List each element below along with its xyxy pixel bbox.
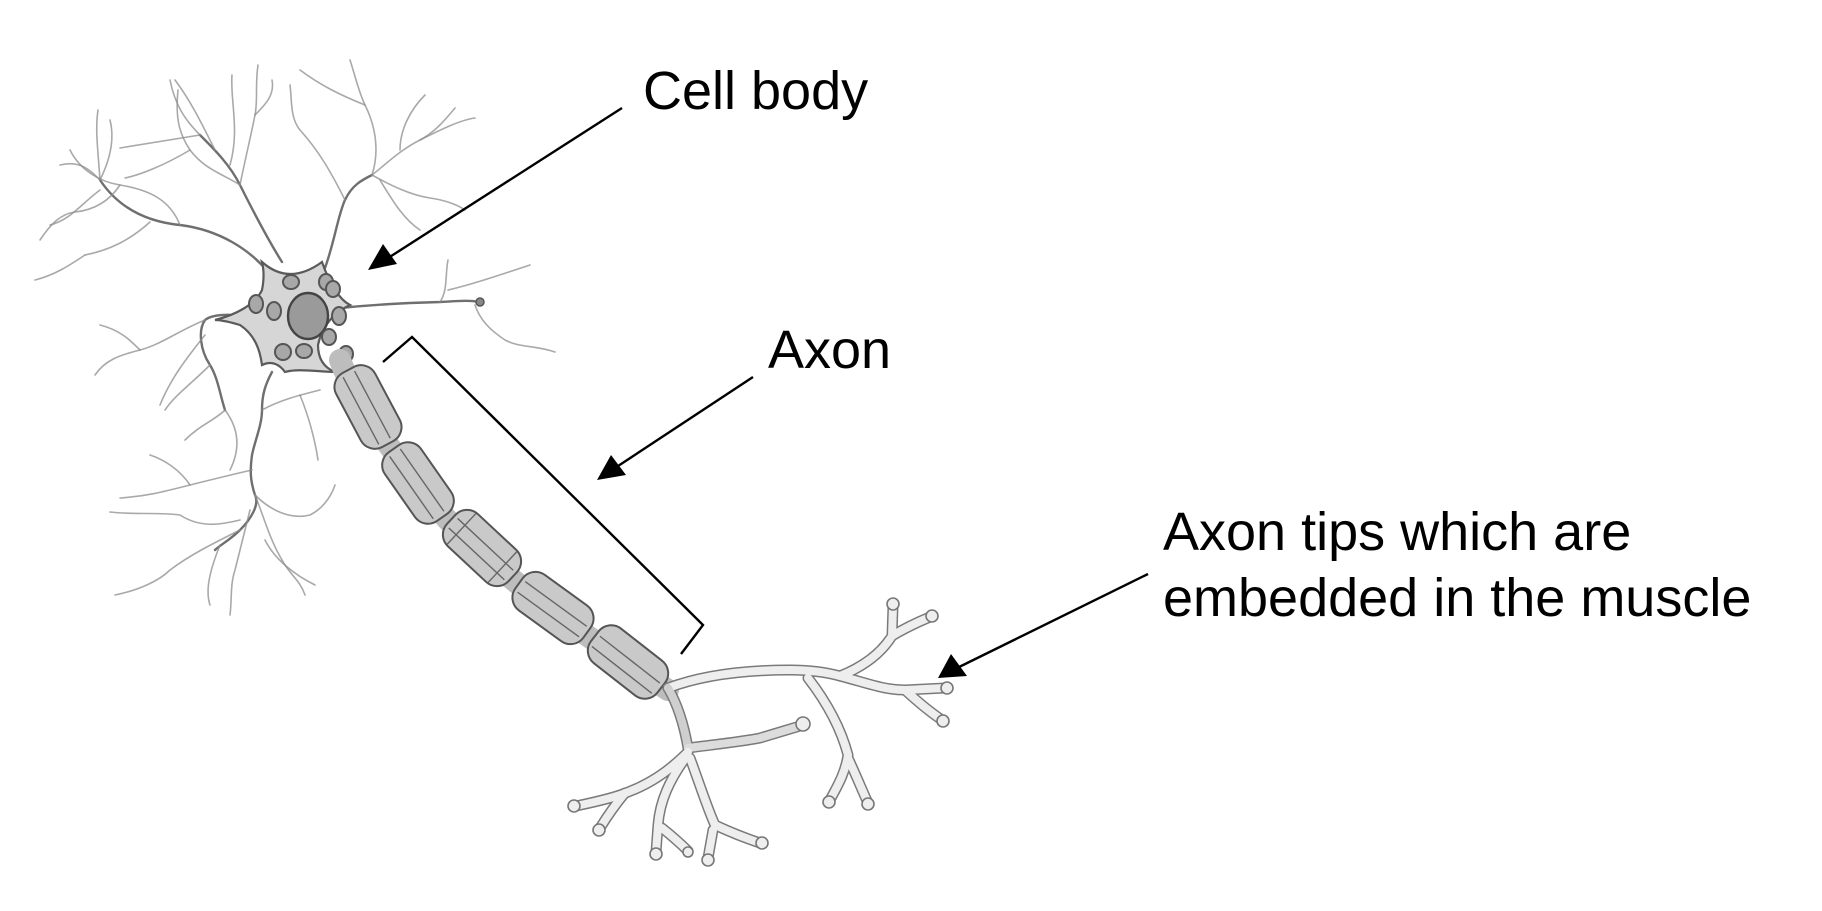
axon-tips-arrowhead-icon xyxy=(938,654,967,678)
axon-tips-label-line-1: Axon tips which are xyxy=(1163,502,1632,562)
axon-bracket xyxy=(382,335,705,655)
cell-body-label: Cell body xyxy=(643,61,869,121)
axon-tips-label: Axon tips which are embedded in the musc… xyxy=(1163,499,1751,631)
nucleus xyxy=(286,291,330,341)
dendrites xyxy=(34,59,556,616)
axon-arrowhead-icon xyxy=(597,455,626,480)
axon-terminals xyxy=(567,597,954,867)
cell-body-arrowhead-icon xyxy=(368,244,397,270)
axon-label: Axon xyxy=(768,320,892,380)
axon-leader-line xyxy=(611,375,754,472)
axon xyxy=(329,349,679,701)
axon-tips-leader-line xyxy=(954,572,1149,671)
cell-body-soma xyxy=(214,258,354,374)
axon-tips-label-line-2: embedded in the muscle xyxy=(1163,568,1752,628)
cell-body-leader-line xyxy=(384,106,623,262)
